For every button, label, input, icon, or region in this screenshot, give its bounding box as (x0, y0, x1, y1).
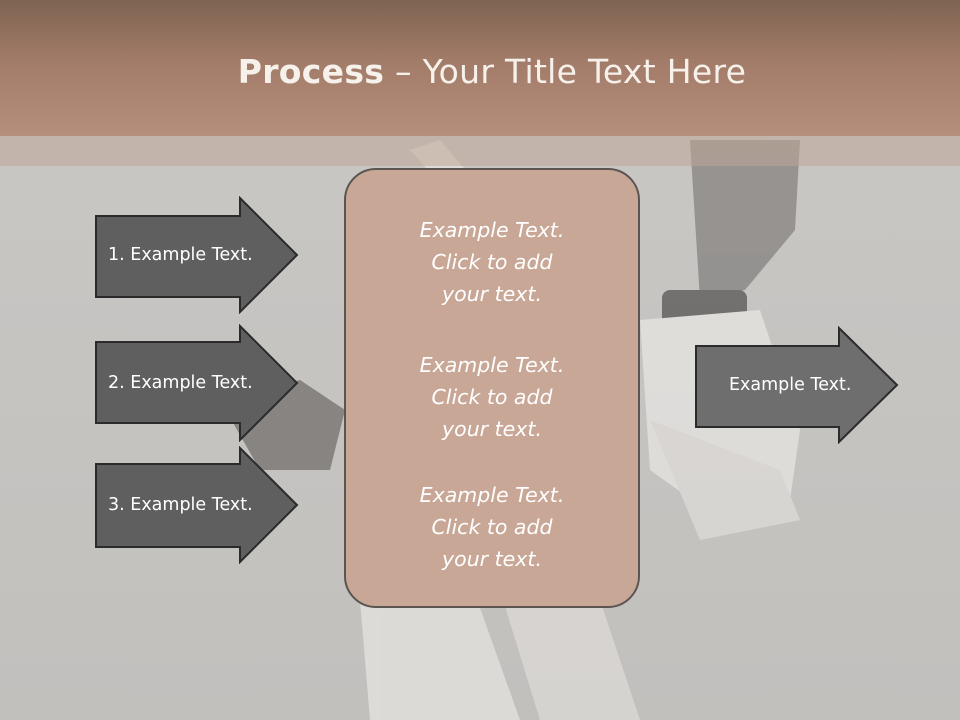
arrow-shape-2 (95, 324, 299, 442)
center-paragraph-3-line-3: your text. (442, 547, 542, 571)
title-bar (0, 0, 960, 136)
center-paragraph-1-line-2: Click to add (431, 250, 553, 274)
center-paragraph-1: Example Text. Click to add your text. (346, 214, 638, 310)
arrow-shape-3 (95, 446, 299, 564)
left-arrow-1: 1. Example Text. (94, 196, 300, 314)
slide-title: Process – Your Title Text Here (0, 52, 960, 91)
right-arrow-shape (695, 326, 899, 444)
left-arrow-3-label: 3. Example Text. (108, 495, 253, 515)
left-arrow-1-label: 1. Example Text. (108, 245, 253, 265)
left-arrow-2: 2. Example Text. (94, 324, 300, 442)
right-arrow-label: Example Text. (729, 375, 852, 395)
center-paragraph-2-line-3: your text. (442, 417, 542, 441)
center-paragraph-3-line-1: Example Text. (419, 483, 565, 507)
center-paragraph-2-line-1: Example Text. (419, 353, 565, 377)
title-band (0, 136, 960, 166)
center-paragraph-2-line-2: Click to add (431, 385, 553, 409)
center-text-box[interactable]: Example Text. Click to add your text. Ex… (344, 168, 640, 608)
right-arrow: Example Text. (694, 326, 900, 444)
title-bold: Process (237, 52, 385, 91)
center-paragraph-1-line-1: Example Text. (419, 218, 565, 242)
center-paragraph-1-line-3: your text. (442, 282, 542, 306)
left-arrow-3: 3. Example Text. (94, 446, 300, 564)
center-paragraph-3-line-2: Click to add (431, 515, 553, 539)
center-paragraph-3: Example Text. Click to add your text. (346, 479, 638, 575)
center-paragraph-2: Example Text. Click to add your text. (346, 349, 638, 445)
arrow-shape-1 (95, 196, 299, 314)
title-rest: – Your Title Text Here (384, 52, 747, 91)
left-arrow-2-label: 2. Example Text. (108, 373, 253, 393)
